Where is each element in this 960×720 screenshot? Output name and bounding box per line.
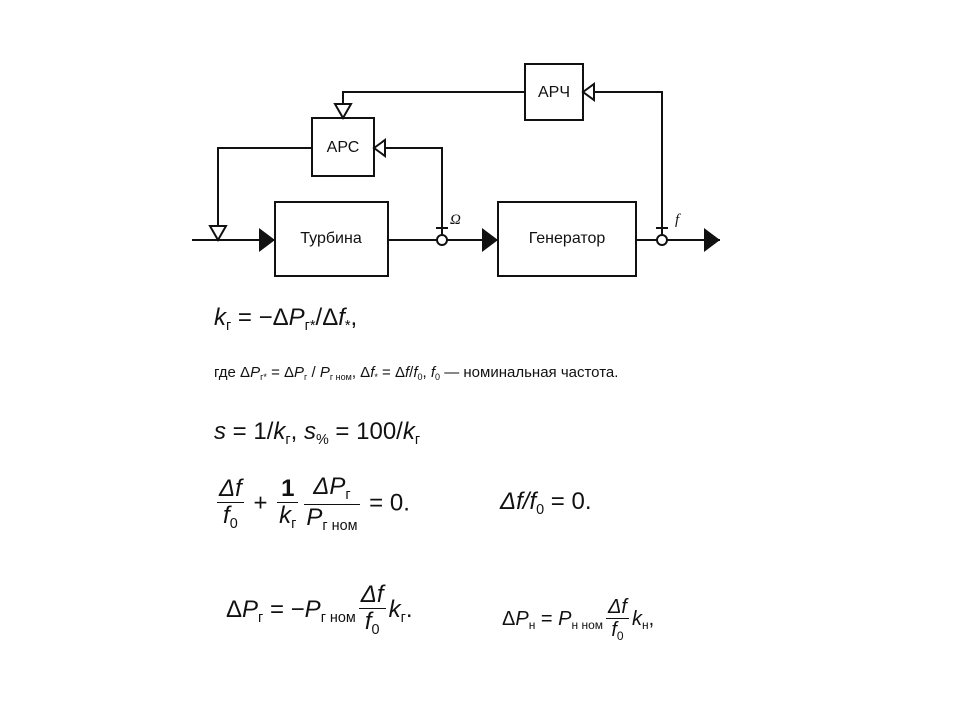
apch-label: АРЧ — [538, 84, 570, 101]
load-power-change-formula: ΔPн = Pн ном Δf f0 kн, — [502, 596, 655, 644]
statism-formula: s = 1/kг, s% = 100/kг — [214, 418, 421, 449]
turbine-label: Турбина — [300, 230, 362, 247]
generator-power-change-formula: ΔPг = −Pг ном Δf f0 kг. — [226, 581, 413, 639]
balance-formula: Δf f0 + 1 kг ΔPг Pг ном = 0. — [217, 473, 410, 534]
omega-label: Ω — [450, 212, 461, 228]
frequency-label: f — [675, 212, 681, 228]
fraction-df-f0-load: Δf f0 — [606, 596, 629, 644]
frequency-node — [656, 234, 668, 246]
generator-input-arrow — [482, 228, 498, 252]
generator-label: Генератор — [529, 230, 606, 247]
turbine-summing-arrow — [208, 225, 228, 243]
apch-input-arrow — [581, 82, 595, 102]
frequency-feedback-line — [594, 91, 663, 235]
fraction-df-f0: Δf f0 — [217, 474, 244, 533]
omega-feedback-line — [385, 147, 443, 235]
zero-deviation-formula: Δf/f0 = 0. — [500, 488, 592, 519]
aps-input-arrow — [372, 138, 386, 158]
generator-block — [497, 201, 637, 277]
aps-block — [311, 117, 375, 177]
regulation-coefficient-formula: kг = −ΔPг*/Δf*, — [214, 304, 358, 335]
output-arrow — [704, 228, 720, 252]
aps-output-line — [217, 147, 312, 226]
turbine-block — [274, 201, 389, 277]
turbine-input-arrow — [259, 228, 275, 252]
aps-setpoint-arrow — [333, 103, 353, 121]
aps-label: АРС — [327, 139, 360, 156]
fraction-df-f0-generator: Δf f0 — [358, 581, 386, 639]
fraction-one-over-kg: 1 kг — [277, 474, 299, 533]
apch-to-aps-line — [342, 91, 525, 104]
control-block-diagram: Турбина Генератор Ω f АРС АРЧ — [192, 63, 720, 277]
fraction-dpg-pgnom: ΔPг Pг ном — [304, 473, 360, 534]
omega-node — [436, 234, 448, 246]
definitions-line: где ΔPг* = ΔPг / Pг ном, Δf* = Δf/f0, f0… — [214, 364, 619, 383]
